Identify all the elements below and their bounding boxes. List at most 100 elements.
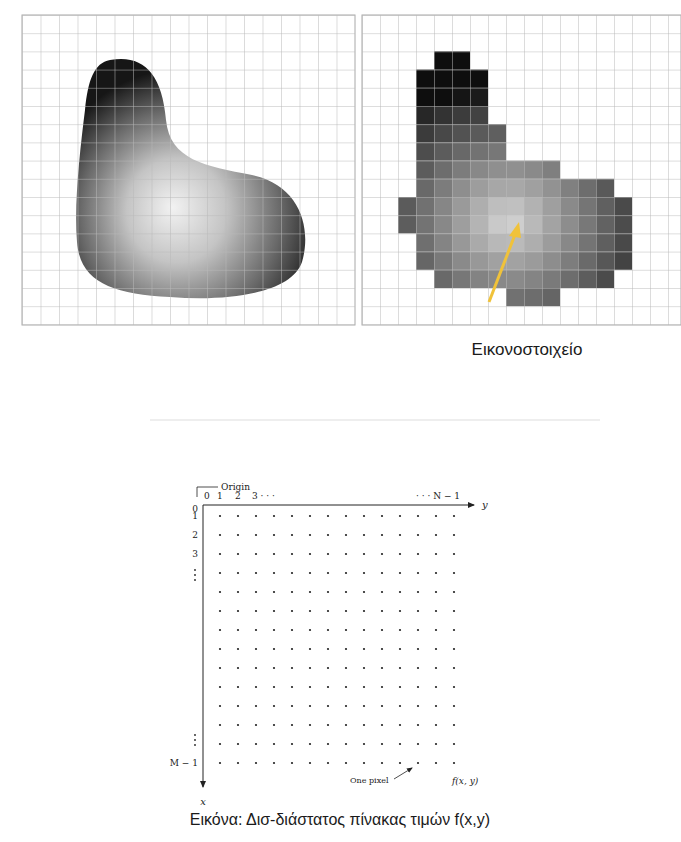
pixel-dot [363, 610, 365, 612]
pixel-dot [345, 743, 347, 745]
pixel-dot [435, 610, 437, 612]
pixel-dot [435, 591, 437, 593]
pixel-dot [273, 686, 275, 688]
pixel-dot [237, 686, 239, 688]
pixel-dot [381, 667, 383, 669]
pixel-dot [219, 610, 221, 612]
pixel-dot [237, 743, 239, 745]
pixel-dot [399, 572, 401, 574]
pixel-dot [417, 667, 419, 669]
axis-note: Origin [221, 482, 250, 492]
pixel-dot [255, 762, 257, 764]
grid-lines [22, 15, 355, 325]
divider [150, 419, 600, 421]
pixel-dot [309, 553, 311, 555]
pixel-dot [291, 553, 293, 555]
pixel-dot [327, 648, 329, 650]
pixel-dot [453, 743, 455, 745]
row-index: M − 1 [170, 758, 198, 768]
pixel-dot [237, 762, 239, 764]
pixel-dot [291, 724, 293, 726]
pixel-dot [381, 705, 383, 707]
pixel-dot [381, 743, 383, 745]
pixel-dot [417, 534, 419, 536]
pixel-dot [381, 553, 383, 555]
pixel-dot [417, 686, 419, 688]
pixel-dot [453, 686, 455, 688]
pixel-dot [255, 534, 257, 536]
pixel-dot [345, 515, 347, 517]
pixel-dot [219, 553, 221, 555]
pixel-dot [345, 686, 347, 688]
pixel-dot [291, 743, 293, 745]
pixel-dot [291, 629, 293, 631]
pixel-dot [363, 724, 365, 726]
pixel-dot [435, 743, 437, 745]
pixel-dot [237, 648, 239, 650]
pixel-dot [255, 610, 257, 612]
pixel-dot [327, 610, 329, 612]
pixel-dot [417, 572, 419, 574]
pixel-dot [381, 610, 383, 612]
pixel-dot [417, 515, 419, 517]
vertical-ellipsis [194, 569, 196, 746]
pixel-dot [273, 705, 275, 707]
pixel-dot [219, 743, 221, 745]
pixel-dot [363, 648, 365, 650]
pixel-dot [435, 515, 437, 517]
pixel-dot [309, 686, 311, 688]
pointer-arrowhead [509, 222, 521, 238]
pixel-dot [417, 648, 419, 650]
column-index: · · · N − 1 [416, 491, 460, 501]
pixel-dot [327, 762, 329, 764]
pixel-dot [345, 724, 347, 726]
pointer-arrow [489, 232, 516, 302]
pixel-dot [381, 572, 383, 574]
pixel-dot [273, 762, 275, 764]
pixel-dot [291, 572, 293, 574]
pixel-dot [255, 648, 257, 650]
pixel-dot [381, 648, 383, 650]
row-index: 3 [192, 549, 198, 559]
pixel-dot [399, 629, 401, 631]
pixel-dot [291, 705, 293, 707]
pixel-dot [219, 705, 221, 707]
pixel-dot [255, 667, 257, 669]
y-axis [203, 505, 474, 506]
pixel-dot [435, 553, 437, 555]
pixel-dot [219, 724, 221, 726]
pixel-dot [219, 762, 221, 764]
pixel-dot [453, 591, 455, 593]
pixel-dot [381, 629, 383, 631]
pixel-dot [273, 743, 275, 745]
pixel-dot [453, 534, 455, 536]
pixel-dot [309, 648, 311, 650]
pixel-dot [453, 705, 455, 707]
panel-label: Εικονοστοιχείο [472, 340, 583, 360]
leader-line [394, 768, 412, 779]
pixel-dot [327, 667, 329, 669]
pixel-dot [255, 705, 257, 707]
pixel-dot [255, 629, 257, 631]
pixel-dot [309, 762, 311, 764]
pixel-dot [363, 686, 365, 688]
pixel-dot [255, 724, 257, 726]
pixel-dot [363, 667, 365, 669]
pixel-dot [381, 686, 383, 688]
pixel-dot [291, 591, 293, 593]
pixel-dot [345, 553, 347, 555]
pixel-dot [453, 572, 455, 574]
pixel-dot [273, 572, 275, 574]
pixel-dot [399, 591, 401, 593]
pixel-dot [417, 705, 419, 707]
pixel-dot [363, 553, 365, 555]
pixel-dot [309, 724, 311, 726]
pixel-dot [309, 610, 311, 612]
pixel-dot [453, 629, 455, 631]
pixel-dot [399, 553, 401, 555]
pixel-dot [237, 610, 239, 612]
pixel-dot [309, 667, 311, 669]
row-index: 1 [192, 511, 198, 521]
pixel-dot [435, 762, 437, 764]
pixel-dot [435, 572, 437, 574]
